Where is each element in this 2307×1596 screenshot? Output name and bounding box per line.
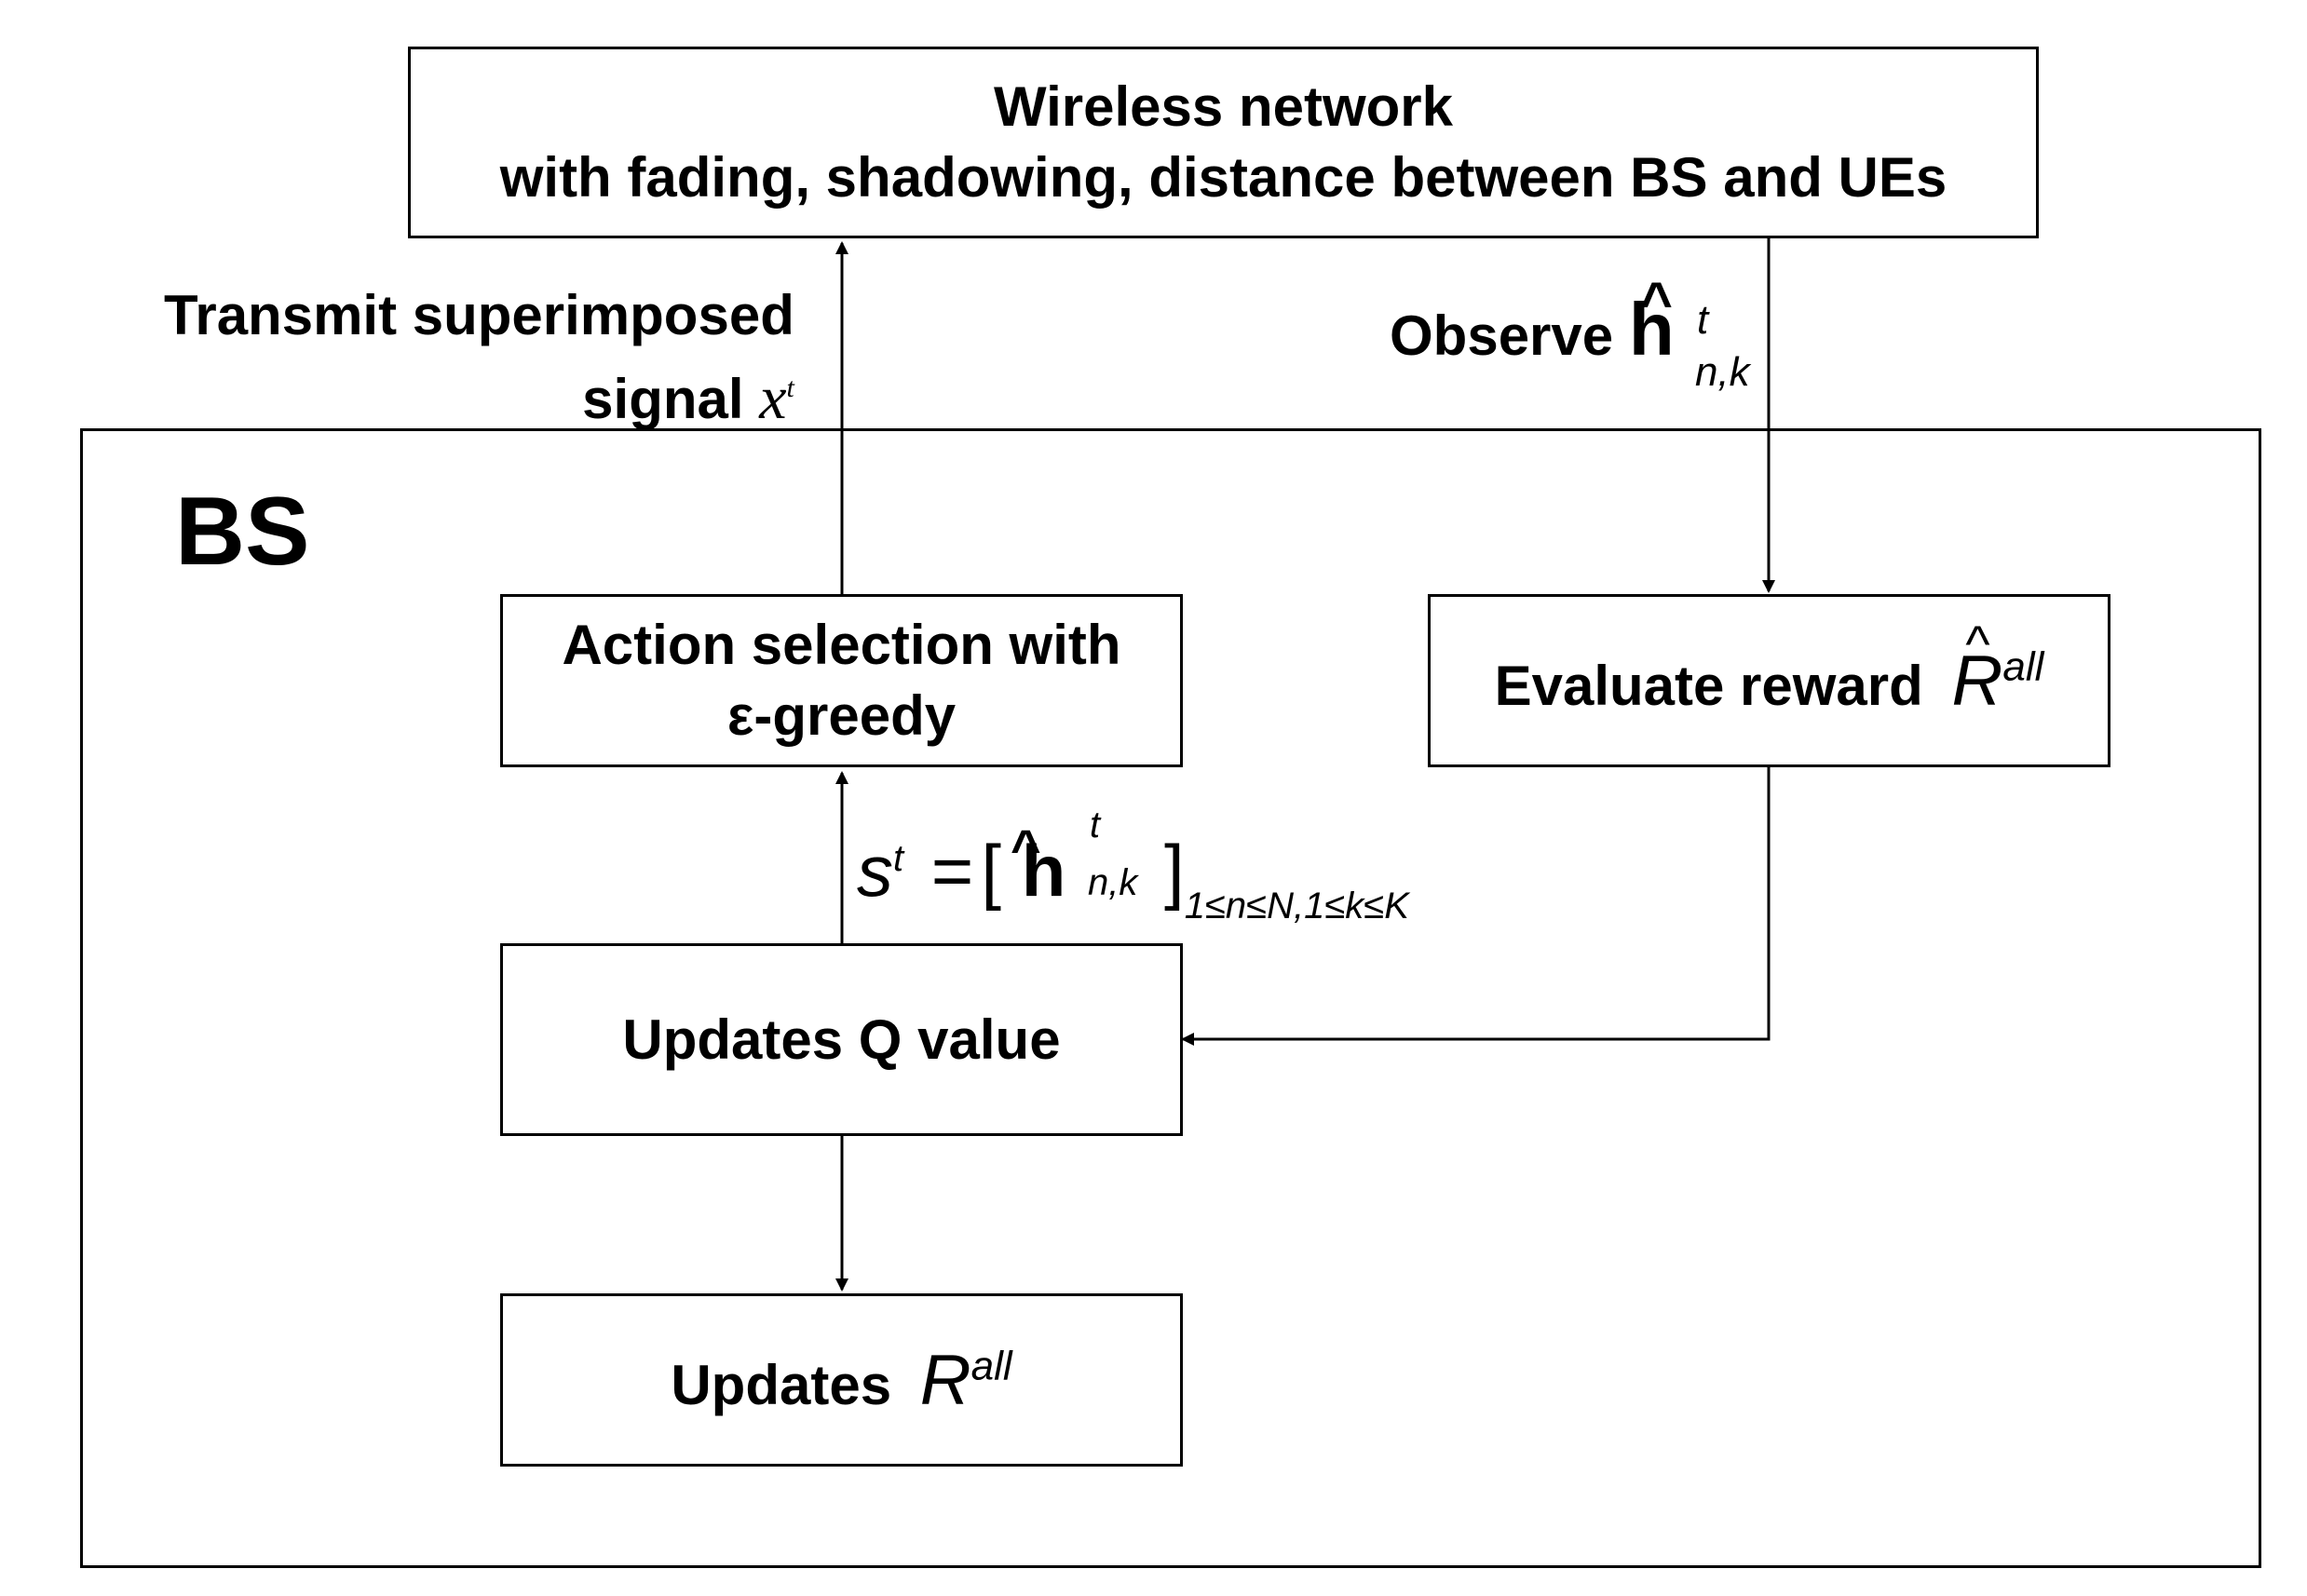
bs-container [80, 428, 2261, 1568]
observe-script: t n,k [1695, 283, 1770, 395]
transmit-signal-symbol: xt [759, 364, 794, 432]
signal-x-sup: t [786, 372, 794, 403]
bs-title-text: BS [175, 478, 310, 586]
evaluate-reward-symbol: ^Rall [1951, 615, 2044, 721]
evaluate-reward-box: Evaluate reward ^Rall [1428, 594, 2110, 767]
updates-q-text: Updates Q value [622, 1008, 1061, 1071]
observe-text: Observe [1390, 304, 1614, 367]
transmit-signal-word: signal [582, 368, 744, 430]
transmit-label-line1: Transmit superimposed [164, 284, 794, 346]
transmit-label: Transmit superimposed signal xt [164, 279, 794, 436]
updates-r-text: Updates [671, 1353, 892, 1416]
evaluate-reward-text: Evaluate reward [1494, 654, 1923, 717]
state-h: h [1021, 830, 1066, 912]
state-left-bracket: [ [981, 830, 1002, 912]
bs-title: BS [175, 477, 309, 588]
observe-sup: t [1696, 297, 1709, 343]
observe-sub: n,k [1694, 349, 1750, 395]
updates-q-box: Updates Q value [500, 943, 1183, 1136]
state-h-script: t n,k [1086, 806, 1164, 901]
observe-h-hat: ^ [1639, 271, 1673, 333]
observe-label: Observe ^ h t n,k [1390, 271, 1770, 395]
state-right-bracket: ] [1164, 830, 1185, 912]
evaluate-r-hat: ^ [1964, 614, 1989, 673]
state-s: s [857, 830, 893, 912]
observe-h: h [1628, 288, 1675, 371]
state-range: 1≤n≤N,1≤k≤K [1184, 886, 1409, 926]
state-h-hat: ^ [1011, 818, 1041, 877]
state-s-sup: t [893, 838, 904, 879]
action-selection-line2: ε-greedy [726, 684, 957, 747]
updates-r-symbol: Rall [920, 1341, 1012, 1420]
action-selection-line1: Action selection with [562, 614, 1121, 676]
wireless-network-title: Wireless network [994, 75, 1453, 138]
transmit-label-line2: signal xt [164, 352, 794, 436]
evaluate-r-sup: all [2002, 643, 2044, 690]
updates-r-box: Updates Rall [500, 1293, 1183, 1467]
evaluate-r: R [1951, 641, 2003, 721]
action-selection-box: Action selection with ε-greedy [500, 594, 1183, 767]
arrow-evaluate-to-updateq [1181, 766, 1771, 1046]
updates-r-content: Updates Rall [671, 1340, 1011, 1421]
state-h-symbol: ^h [1001, 818, 1086, 912]
observe-h-symbol: ^ h [1628, 271, 1695, 371]
wireless-network-box: Wireless network with fading, shadowing,… [408, 47, 2039, 238]
updates-r-sup: all [970, 1343, 1012, 1389]
state-equals: = [930, 830, 974, 912]
signal-x: x [759, 364, 787, 432]
state-equation: st =[ ^h t n,k ]1≤n≤N,1≤k≤K [857, 806, 1409, 926]
updates-r: R [919, 1340, 971, 1420]
state-h-sub: n,k [1088, 862, 1138, 903]
state-h-sup: t [1090, 805, 1101, 845]
wireless-network-subtitle: with fading, shadowing, distance between… [499, 146, 1947, 209]
evaluate-reward-content: Evaluate reward ^Rall [1494, 615, 2044, 722]
